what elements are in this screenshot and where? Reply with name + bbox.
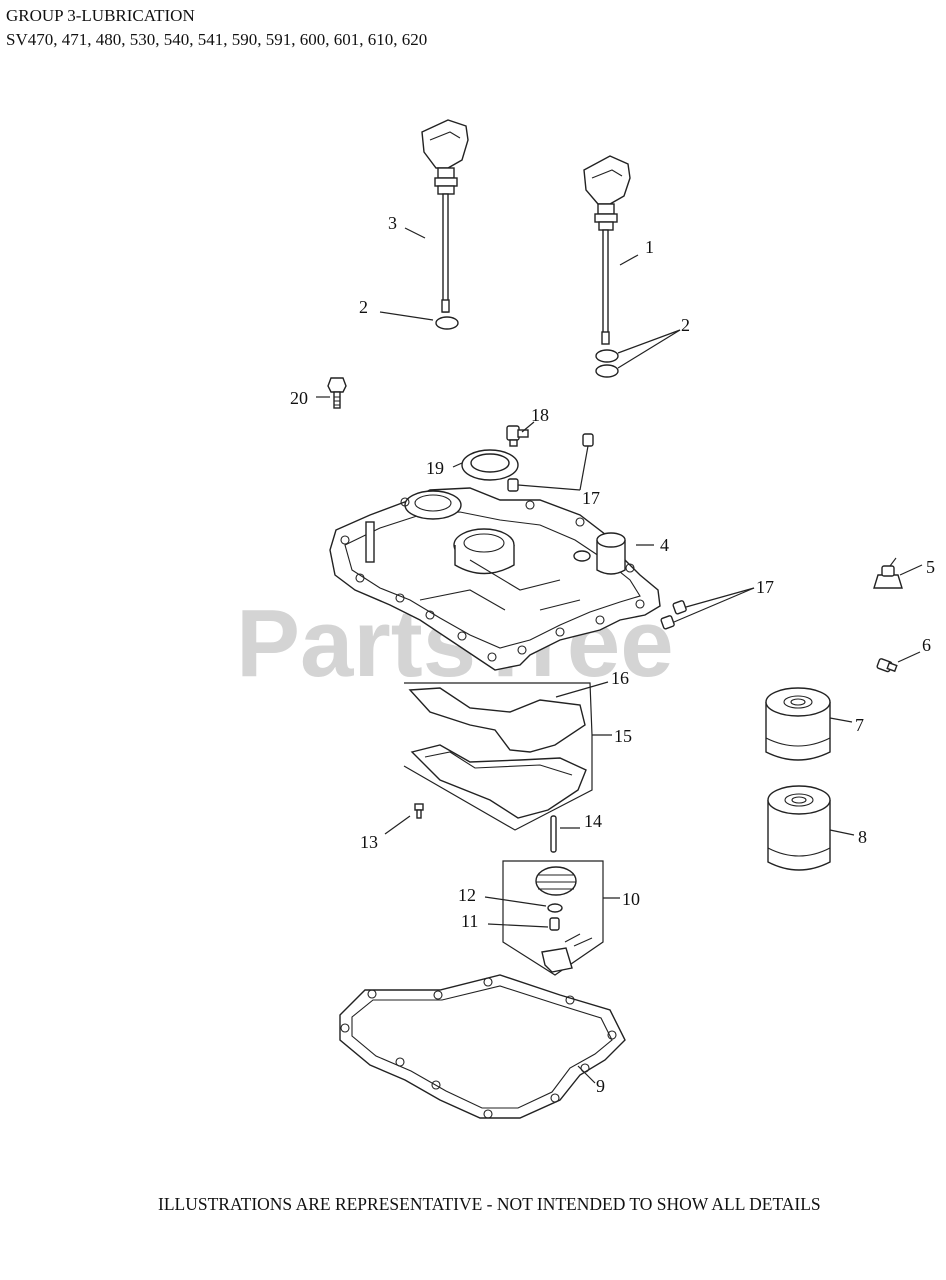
callout-10: 10 <box>622 889 640 909</box>
dowel-pin-part[interactable] <box>507 433 687 630</box>
dipstick-left-part[interactable] <box>421 119 469 313</box>
callout-12: 12 <box>458 885 476 905</box>
callout-6: 6 <box>922 635 931 655</box>
callout-5: 5 <box>926 557 935 577</box>
elbow-fitting-part[interactable] <box>506 425 529 447</box>
callout-8: 8 <box>858 827 867 847</box>
callout-4: 4 <box>660 535 669 555</box>
closure-plate-part[interactable] <box>329 487 661 671</box>
model-list: SV470, 471, 480, 530, 540, 541, 590, 591… <box>6 30 428 49</box>
oil-pan-gasket-part[interactable] <box>339 974 626 1119</box>
callout-19: 19 <box>426 458 444 478</box>
oil-filter-8-part[interactable] <box>767 785 831 871</box>
oil-filter-7-part[interactable] <box>765 687 831 761</box>
callout-2-left: 2 <box>359 297 368 317</box>
callout-20: 20 <box>290 388 308 408</box>
callout-11: 11 <box>461 911 478 931</box>
pump-shaft-part[interactable] <box>550 815 557 853</box>
callout-18: 18 <box>531 405 549 425</box>
callout-15: 15 <box>614 726 632 746</box>
callout-13: 13 <box>360 832 378 852</box>
callout-16: 16 <box>611 668 629 688</box>
disclaimer-footer: ILLUSTRATIONS ARE REPRESENTATIVE - NOT I… <box>158 1194 821 1214</box>
callout-17-top: 17 <box>582 488 600 508</box>
callout-2-right: 2 <box>681 315 690 335</box>
leader-lines <box>316 227 923 1084</box>
bolt-part[interactable] <box>327 377 347 409</box>
o-ring-left-part[interactable] <box>435 316 459 330</box>
page-title: GROUP 3-LUBRICATION <box>6 6 195 25</box>
o-ring-right-upper-part[interactable] <box>595 349 619 363</box>
o-ring-right-lower-part[interactable] <box>595 364 619 378</box>
callout-9: 9 <box>596 1076 605 1096</box>
callout-17-right: 17 <box>756 577 774 597</box>
oil-pump-assembly-part[interactable] <box>502 860 604 976</box>
screw-part[interactable] <box>414 803 424 819</box>
callout-7: 7 <box>855 715 864 735</box>
callout-1: 1 <box>645 237 654 257</box>
plug-fitting-part[interactable] <box>876 658 898 673</box>
oil-seal-part[interactable] <box>461 449 519 481</box>
callout-3: 3 <box>388 213 397 233</box>
callout-14: 14 <box>584 811 602 831</box>
oil-pressure-sender-part[interactable] <box>873 557 903 589</box>
gasket-kit-part[interactable] <box>403 682 593 831</box>
dipstick-right-part[interactable] <box>583 155 631 345</box>
